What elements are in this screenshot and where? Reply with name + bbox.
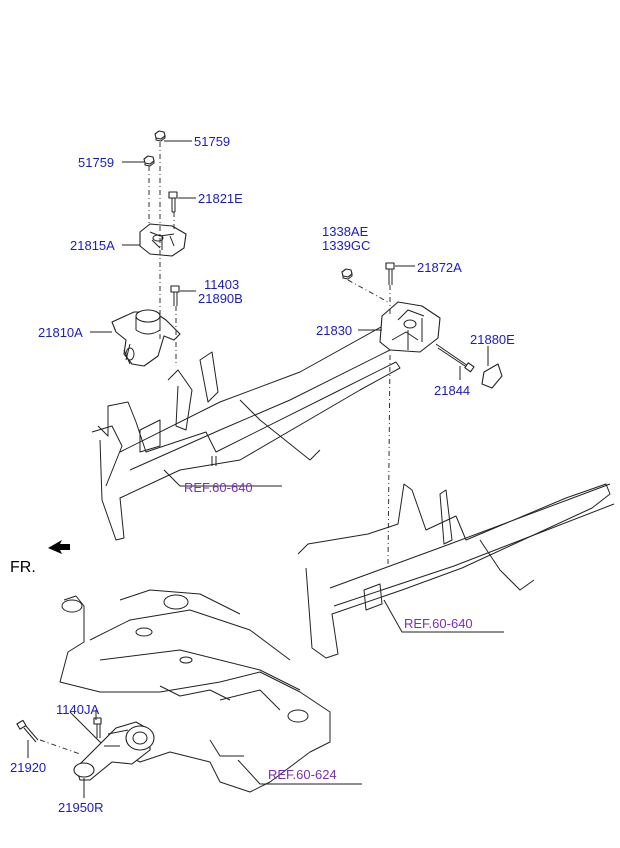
label-21872A: 21872A xyxy=(417,260,462,275)
mount-21810A xyxy=(111,309,181,367)
front-direction-arrow xyxy=(48,540,70,554)
bolt-21844 xyxy=(435,343,475,373)
label-1338AE: 1338AE xyxy=(322,224,369,239)
label-21880E: 21880E xyxy=(470,332,515,347)
label-21890B: 21890B xyxy=(198,291,243,306)
engine-mount-assembly xyxy=(341,262,503,566)
ref-right-side-member[interactable]: REF.60-640 xyxy=(404,616,473,631)
nut-51759-left xyxy=(143,155,155,167)
sub-frame xyxy=(59,589,331,793)
bolt-21920 xyxy=(16,719,39,743)
cap-21880E xyxy=(481,363,503,389)
upper-side-member xyxy=(91,321,401,541)
ref-sub-frame[interactable]: REF.60-624 xyxy=(268,767,337,782)
mount-21830 xyxy=(379,301,441,353)
roll-rod-assembly xyxy=(16,717,155,781)
bracket-21815A xyxy=(139,223,187,257)
label-21810A: 21810A xyxy=(38,325,83,340)
label-21821E: 21821E xyxy=(198,191,243,206)
right-side-member xyxy=(297,483,615,659)
label-51759-left: 51759 xyxy=(78,155,114,170)
label-21830: 21830 xyxy=(316,323,352,338)
bolt-11403 xyxy=(170,285,180,306)
leader-lines xyxy=(27,140,504,798)
bolt-21821E xyxy=(168,191,178,213)
front-direction-label: FR. xyxy=(10,559,36,576)
label-11403: 11403 xyxy=(204,277,239,292)
label-51759-top: 51759 xyxy=(194,134,230,149)
label-21815A: 21815A xyxy=(70,238,115,253)
label-21950R: 21950R xyxy=(58,800,104,815)
label-21920: 21920 xyxy=(10,760,46,775)
rod-21950R xyxy=(73,721,155,781)
bolt-21872A xyxy=(385,262,395,285)
label-1339GC: 1339GC xyxy=(322,238,370,253)
label-1140JA: 1140JA xyxy=(56,702,99,717)
ref-upper-side-member[interactable]: REF.60-640 xyxy=(184,480,253,495)
transmission-mount-assembly xyxy=(111,130,187,367)
label-21844: 21844 xyxy=(434,383,470,398)
nut-51759-top xyxy=(154,130,166,142)
nut-1338AE xyxy=(341,268,353,280)
bolt-1140JA xyxy=(93,717,102,738)
